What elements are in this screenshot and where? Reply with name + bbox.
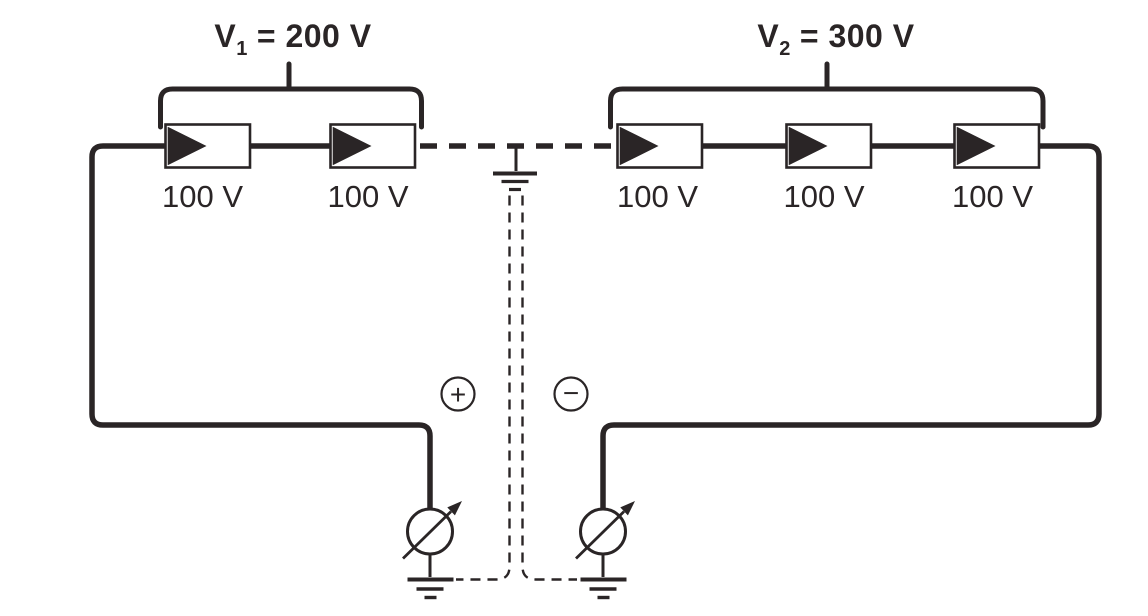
string-1-equation: = 200 V [257,18,372,54]
module-arrow-icon [332,126,372,166]
minus-sign: − [563,378,579,409]
meter-arrow-shaft [402,510,452,560]
meter-arrow-head [620,501,635,516]
string-1-bracket [158,86,424,130]
positive-terminal: + [440,376,476,412]
string-2-bracket [608,86,1046,130]
pv-module-2-1 [616,123,704,169]
bonding-conductor-right-dashed [521,195,577,581]
meter-arrow-shaft [575,510,625,560]
right-meter-branch [575,501,635,600]
module-arrow-icon [788,126,828,166]
module-voltage-label: 100 V [783,179,864,214]
string-group-1: V1 = 200 V 100 V 100 V [158,18,424,214]
string-2-equation: = 300 V [800,18,915,54]
bonding-conductors [456,195,577,581]
module-voltage-label: 100 V [952,179,1033,214]
module-arrow-icon [167,126,207,166]
string-1-voltage-label: V1 = 200 V [214,18,371,60]
meter-arrow-head [447,501,462,516]
string-2-symbol: V [757,18,779,54]
earth-ground-icon [580,577,627,600]
module-voltage-label: 100 V [327,179,408,214]
pv-module-2-3 [953,123,1041,169]
center-ground-icon [493,145,537,192]
wire-right-loop [600,143,1102,511]
negative-terminal: − [553,376,589,412]
variable-meter-icon [575,501,635,560]
plus-sign: + [450,379,466,410]
bonding-conductor-left-dashed [456,195,511,581]
string-1-symbol: V [214,18,236,54]
string-2-voltage-label: V2 = 300 V [757,18,914,60]
module-voltage-label: 100 V [162,179,243,214]
earth-ground-icon [407,577,454,600]
plus-circle-icon [440,376,476,412]
string-1-subscript: 1 [236,38,248,60]
minus-circle-icon [553,376,589,412]
wiring [89,143,1102,511]
module-voltage-label: 100 V [617,179,698,214]
pv-module-1-1 [164,123,252,169]
variable-meter-icon [402,501,462,560]
pv-module-2-2 [785,123,873,169]
module-arrow-icon [619,126,659,166]
wire-left-loop [89,143,433,511]
module-arrow-icon [956,126,996,166]
pv-module-1-2 [329,123,417,169]
string-2-subscript: 2 [779,38,791,60]
left-meter-branch [402,501,462,600]
string-group-2: V2 = 300 V 100 V 100 V 100 V [608,18,1046,214]
